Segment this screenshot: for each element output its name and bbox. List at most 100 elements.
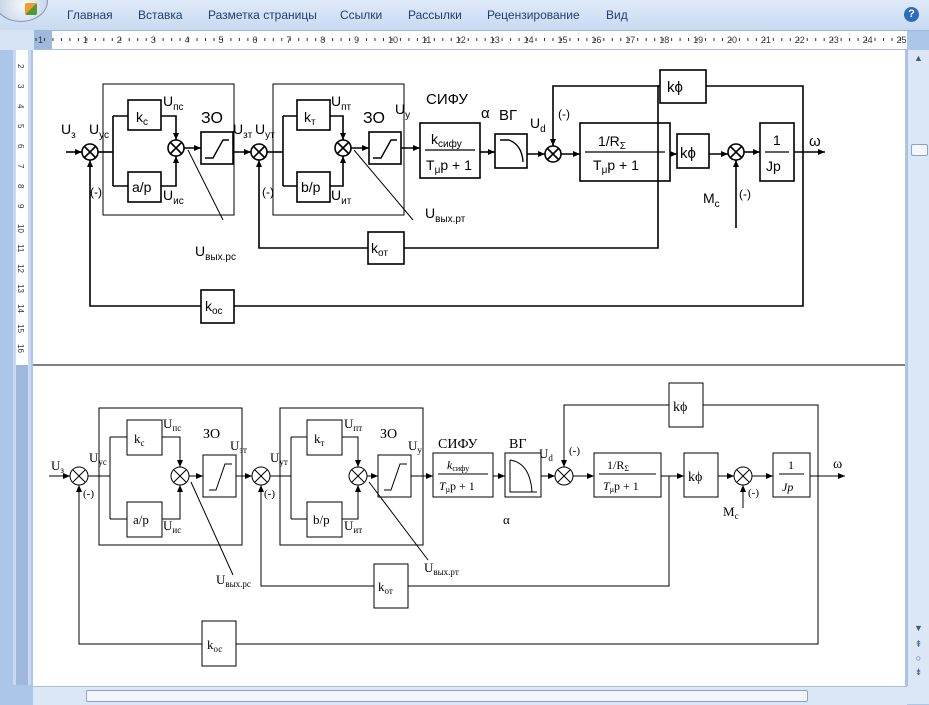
ruler-corner: L [0, 30, 34, 79]
label-minus-ud: (-) [558, 107, 570, 121]
label-minus-mid: (-) [262, 185, 274, 199]
b-block-zo1 [202, 454, 237, 498]
b-label-kc: kc [134, 431, 145, 448]
b-label-minus-mid: (-) [264, 488, 275, 500]
block-vg [494, 133, 528, 169]
b-label-ksifu: kсифу [447, 458, 469, 473]
b-label-sifu: СИФУ [438, 437, 477, 452]
label-kc: kc [136, 109, 148, 128]
next-page-button[interactable]: ⇟ [914, 667, 923, 677]
b-label-uvyx-rc: Uвых.рс [216, 572, 251, 589]
b-label-uyc: Uус [89, 450, 107, 467]
label-kphi: kϕ [680, 145, 696, 162]
ruler-number: 16 [16, 344, 25, 353]
tab-review[interactable]: Рецензирование [487, 8, 580, 22]
label-rs-den: Tμp + 1 [593, 157, 639, 176]
scroll-up-button[interactable]: ▲ [914, 53, 923, 63]
ruler-number: 6 [252, 35, 257, 45]
label-minus-mc: (-) [739, 187, 751, 201]
b-label-alpha: α [503, 512, 510, 527]
block-kt [296, 99, 331, 131]
ruler-number: 18 [659, 35, 669, 45]
b-label-uic: Uис [163, 518, 181, 535]
ruler-number: 9 [354, 35, 359, 45]
label-zo2: ЗО [363, 110, 385, 127]
block-kc [127, 99, 162, 131]
horizontal-scrollbar[interactable] [33, 686, 907, 705]
ruler-number: 11 [16, 244, 25, 253]
speed-regulator-group [102, 83, 235, 216]
b-label-uit: Uит [344, 518, 362, 535]
ruler-number: 6 [16, 144, 25, 149]
vertical-scroll-thumb[interactable] [911, 144, 928, 156]
ruler-number: 4 [185, 35, 190, 45]
b-label-minus-left: (-) [83, 488, 94, 500]
vertical-scrollbar[interactable]: ▲ ▼ ⇞ ○ ⇟ [907, 50, 929, 686]
ruler-number: 14 [16, 304, 25, 313]
b-label-omega: ω [833, 457, 842, 472]
label-kphi-top: kϕ [667, 79, 683, 96]
scroll-down-button[interactable]: ▼ [914, 623, 923, 633]
previous-page-button[interactable]: ⇞ [914, 639, 923, 649]
ruler-number: 19 [693, 35, 703, 45]
help-icon[interactable]: ? [904, 7, 919, 22]
ruler-number: 15 [558, 35, 568, 45]
browse-object-button[interactable]: ○ [915, 653, 922, 663]
document-page[interactable]: Uз Uус (-) kc a/p Uпс Uис ЗО Uзт Uут (-)… [33, 50, 905, 686]
label-alpha: α [481, 105, 490, 122]
b-label-ap: a/p [133, 512, 149, 527]
label-uvyx-rt: Uвых.рт [425, 205, 466, 225]
ruler-number: 7 [16, 164, 25, 169]
ruler-number: 3 [16, 84, 25, 89]
tab-page-layout[interactable]: Разметка страницы [208, 8, 317, 22]
ruler-number: 17 [625, 35, 635, 45]
block-ap [127, 171, 162, 203]
tab-home[interactable]: Главная [67, 8, 113, 22]
ruler-number: 14 [524, 35, 534, 45]
label-uyt: Uут [255, 121, 275, 141]
b-label-uyt: Uут [270, 450, 288, 467]
b-label-unt: Uпт [344, 416, 362, 433]
summator-6 [727, 143, 745, 161]
b-label-jp-num: 1 [788, 458, 794, 472]
label-kot: kот [371, 240, 388, 259]
b-label-tmup: Tμp + 1 [439, 479, 475, 494]
office-logo-icon [25, 3, 37, 15]
b-label-kot: kот [378, 579, 393, 596]
b-label-vg: ВГ [509, 437, 526, 452]
summator-5 [544, 145, 562, 163]
label-bp: b/p [301, 179, 321, 195]
ruler-number: 24 [863, 35, 873, 45]
horizontal-scroll-thumb[interactable] [86, 690, 808, 702]
b-summator-5 [554, 466, 574, 486]
ruler-number: 2 [16, 64, 25, 69]
label-rs-num: 1/RΣ [598, 133, 626, 152]
label-vg: ВГ [499, 107, 517, 124]
block-diagrams: Uз Uус (-) kc a/p Uпс Uис ЗО Uзт Uут (-)… [33, 69, 905, 667]
ruler-number: 15 [16, 324, 25, 333]
ruler-number: 1 [83, 35, 88, 45]
b-label-rs-den: Tμp + 1 [603, 479, 639, 494]
ruler-number: 16 [591, 35, 601, 45]
tab-references[interactable]: Ссылки [340, 8, 383, 22]
ruler-number: 8 [16, 184, 25, 189]
b-label-mc: Mc [723, 504, 739, 521]
b-block-kt [306, 419, 343, 456]
tab-insert[interactable]: Вставка [138, 8, 183, 22]
tab-mailings[interactable]: Рассылки [408, 8, 462, 22]
ruler-number: 5 [219, 35, 224, 45]
label-ud: Ud [530, 115, 546, 135]
summator-4 [334, 139, 352, 157]
ruler-number: 10 [388, 35, 398, 45]
ruler-number: 25 [897, 35, 907, 45]
label-kt: kт [304, 109, 316, 128]
office-button[interactable] [0, 0, 48, 22]
tab-view[interactable]: Вид [606, 8, 628, 22]
b-block-vg [504, 452, 542, 498]
b-block-zo2 [377, 454, 412, 498]
b-label-zo1: ЗО [203, 427, 220, 442]
b-label-kt: kт [314, 431, 325, 448]
